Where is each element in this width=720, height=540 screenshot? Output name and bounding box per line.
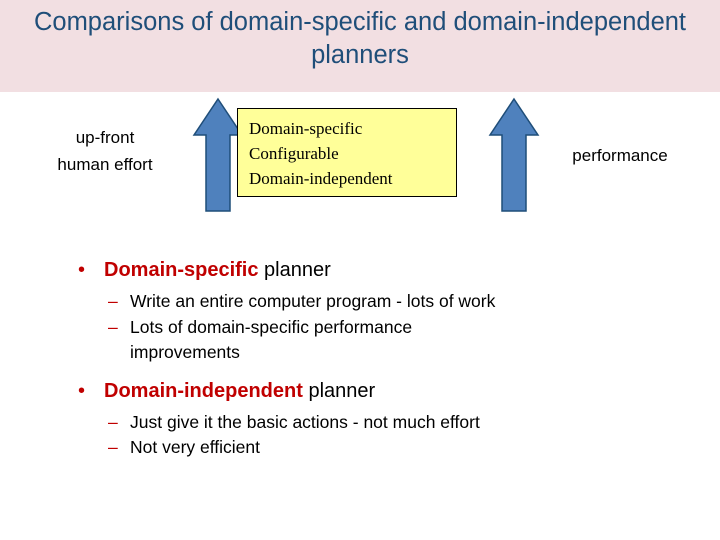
bullet-list: • Domain-specific planner – Write an ent… [0,255,720,461]
bullet-marker-icon: • [78,379,86,402]
sub-bullet-performance-improvements: – Lots of domain-specific performance [0,315,720,341]
bullet-domain-specific-planner: • Domain-specific planner [0,255,720,285]
up-front-human-effort-line2: human effort [57,155,153,174]
page-title: Comparisons of domain-specific and domai… [33,8,687,69]
sub-bullet-not-efficient: – Not very efficient [0,435,720,461]
sub-bullet-text-continued: improvements [130,342,240,362]
sub-marker-icon: – [108,291,118,311]
sub-bullet-text: Just give it the basic actions - not muc… [130,411,480,432]
bullet-rest-domain-independent: planner [302,379,376,402]
up-arrow-right-icon [488,97,540,213]
title-band: Comparisons of domain-specific and domai… [0,0,720,92]
sub-bullet-text: Write an entire computer program - lots … [130,291,496,311]
bullet-spacer [0,366,720,376]
planner-spectrum-box: Domain-specific Configurable Domain-inde… [237,108,457,197]
box-line-domain-specific: Domain-specific [249,119,363,138]
bullet-marker-icon: • [78,259,86,281]
sub-bullet-basic-actions: – Just give it the basic actions - not m… [0,410,720,436]
bullet-domain-independent-planner: • Domain-independent planner [0,376,720,406]
sub-marker-icon: – [108,437,118,457]
sub-marker-icon: – [108,411,118,432]
bullet-highlight-domain-independent: Domain-independent [104,379,303,402]
bullet-rest-domain-specific: planner [258,259,331,281]
diagram-row: up-front human effort Domain-specific Co… [0,96,720,216]
performance-label: performance [572,146,668,165]
sub-bullet-write-program: – Write an entire computer program - lot… [0,289,720,315]
bullet-highlight-domain-specific: Domain-specific [104,259,259,281]
sub-bullet-text: Lots of domain-specific performance [130,316,413,337]
up-front-human-effort-line1: up-front [75,128,135,147]
box-line-configurable: Configurable [249,144,339,163]
box-line-domain-independent: Domain-independent [249,169,393,188]
sub-marker-icon: – [108,316,118,337]
sub-bullet-text: Not very efficient [130,437,261,457]
up-front-human-effort-label: up-front human effort [20,124,190,178]
